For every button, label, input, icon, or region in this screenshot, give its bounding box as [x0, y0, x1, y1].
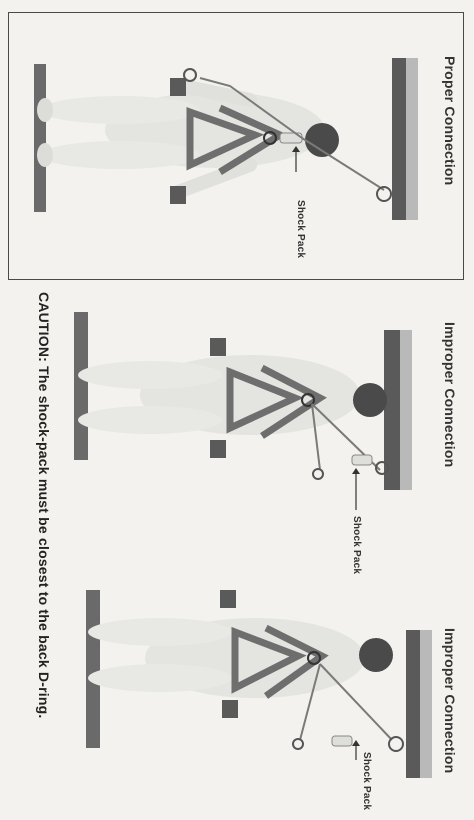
- floor-platform: [34, 64, 46, 212]
- shock-pack-label-proper: Shock Pack: [295, 200, 306, 258]
- helmet: [353, 383, 387, 417]
- pointer-arrowhead: [352, 740, 360, 746]
- anchor-beam-dark: [406, 630, 420, 778]
- glove: [170, 78, 186, 96]
- anchor-hook: [389, 737, 403, 751]
- panel-proper-figure: [34, 58, 418, 220]
- worker-leg-lower: [40, 141, 200, 169]
- glove: [210, 338, 226, 356]
- caution-note: CAUTION: The shock-pack must be closest …: [36, 292, 52, 718]
- floor-platform: [86, 590, 100, 748]
- anchor-beam-light: [400, 330, 412, 490]
- glove: [222, 700, 238, 718]
- lanyard: [302, 138, 384, 190]
- snap-hook: [313, 469, 323, 479]
- shock-pack-label-improper-1: Shock Pack: [351, 516, 362, 574]
- shock-pack-label-improper-2: Shock Pack: [361, 752, 372, 810]
- panel-improper-2-figure: [86, 590, 432, 778]
- panel-heading-improper-1: Improper Connection: [442, 322, 458, 467]
- pointer-arrowhead: [352, 468, 360, 474]
- lanyard: [320, 664, 392, 740]
- snap-hook: [293, 739, 303, 749]
- worker-foot: [37, 143, 53, 167]
- worker-leg-upper: [88, 618, 232, 646]
- glove: [210, 440, 226, 458]
- shock-pack: [352, 455, 372, 465]
- glove: [220, 590, 236, 608]
- anchor-beam-dark: [392, 58, 406, 220]
- worker-leg-lower: [78, 406, 222, 434]
- floor-platform: [74, 312, 88, 460]
- worker-leg-lower: [88, 664, 232, 692]
- helmet: [305, 123, 339, 157]
- panel-heading-improper-2: Improper Connection: [442, 628, 458, 773]
- panel-heading-proper: Proper Connection: [442, 56, 458, 185]
- anchor-beam-light: [406, 58, 418, 220]
- glove: [170, 186, 186, 204]
- panel-improper-1-figure: [74, 312, 412, 510]
- anchor-beam-light: [420, 630, 432, 778]
- worker-leg-upper: [78, 361, 222, 389]
- shock-pack: [332, 736, 352, 746]
- worker-foot: [37, 98, 53, 122]
- snap-hook: [184, 69, 196, 81]
- worker-leg-upper: [40, 96, 200, 124]
- anchor-beam-dark: [384, 330, 400, 490]
- helmet: [359, 638, 393, 672]
